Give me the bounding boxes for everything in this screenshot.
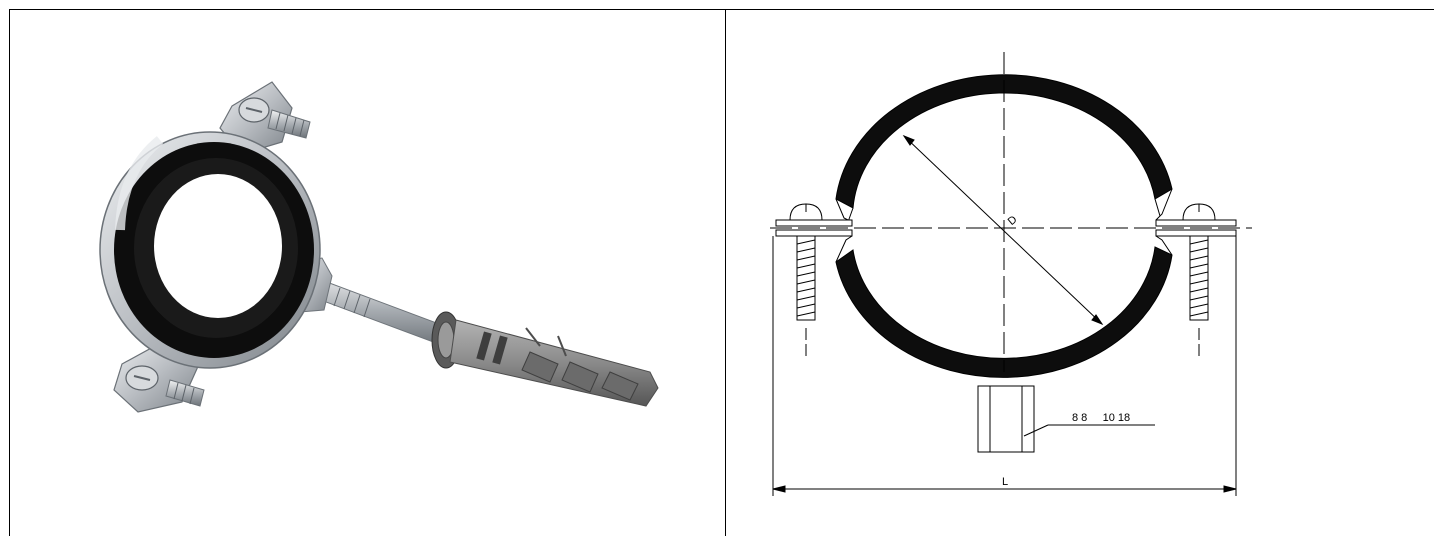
lower-ring-half [835, 246, 1173, 378]
technical-drawing-panel: D 8 8 10 18 L [726, 10, 1435, 536]
upper-ring-half [835, 74, 1173, 209]
thread-leader [1023, 424, 1155, 437]
pipe-clamp-drawing: D 8 8 10 18 L [770, 52, 1252, 496]
clamp-ring [99, 131, 321, 369]
right-screw [1182, 203, 1216, 356]
product-photo-panel [10, 10, 725, 536]
panel-divider [725, 9, 726, 536]
length-dimension [772, 236, 1237, 496]
bottom-nut [977, 385, 1035, 453]
pipe-clamp-illustration [99, 81, 659, 413]
diameter-dimension [902, 134, 1104, 326]
thread-spec-label: 8 8 10 18 [1072, 412, 1130, 424]
length-label: L [1002, 476, 1008, 488]
diameter-label: D [1006, 214, 1020, 228]
figure-frame [9, 9, 1434, 536]
wall-plug [431, 311, 659, 407]
left-screw [789, 203, 823, 356]
